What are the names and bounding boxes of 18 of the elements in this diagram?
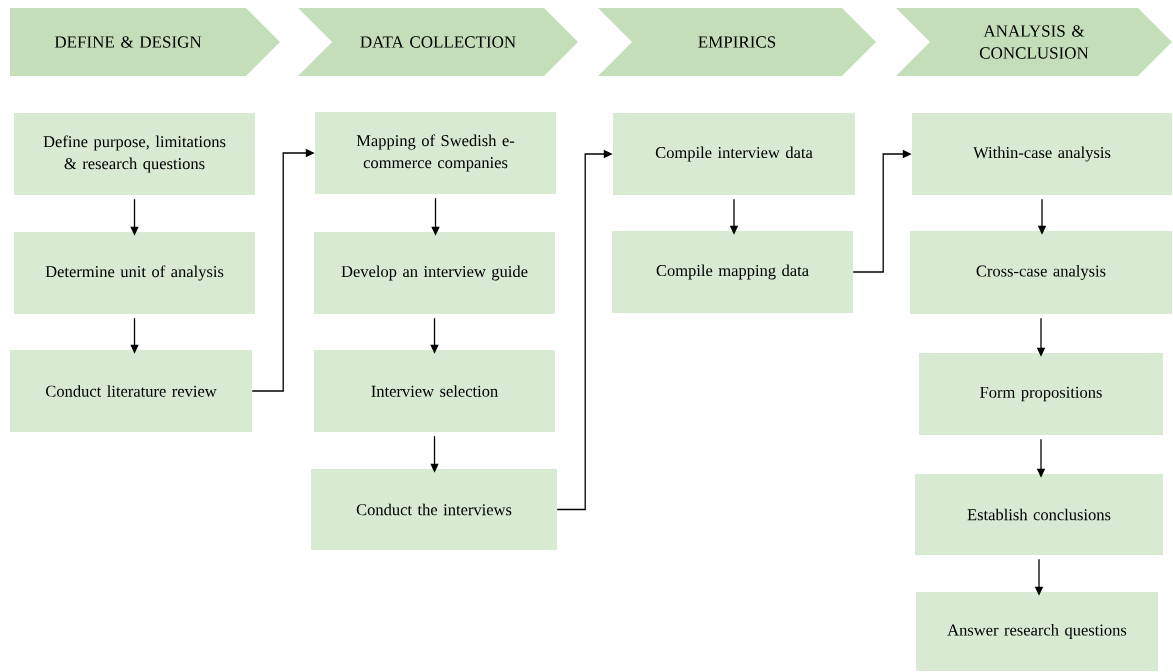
process-box: Conduct literature review	[10, 350, 252, 432]
chevron-banner: DATA COLLECTION	[298, 8, 578, 76]
process-box: Mapping of Swedish e-commerce companies	[315, 112, 556, 194]
process-box: Within-case analysis	[912, 113, 1172, 195]
process-box: Establish conclusions	[915, 474, 1163, 555]
process-box: Compile mapping data	[612, 231, 853, 313]
process-box: Define purpose, limitations & research questions	[14, 113, 255, 195]
chevron-banner: EMPIRICS	[598, 8, 876, 76]
process-box: Develop an interview guide	[314, 232, 555, 314]
process-box: Cross-case analysis	[910, 231, 1172, 314]
process-box: Answer research questions	[916, 592, 1158, 671]
process-box: Interview selection	[314, 350, 555, 432]
process-box: Compile interview data	[613, 113, 855, 195]
chevron-banner: ANALYSIS & CONCLUSION	[896, 8, 1172, 76]
chevron-banner: DEFINE & DESIGN	[10, 8, 280, 76]
process-box: Conduct the interviews	[311, 469, 557, 550]
process-box: Determine unit of analysis	[14, 232, 255, 314]
process-box: Form propositions	[919, 353, 1163, 435]
